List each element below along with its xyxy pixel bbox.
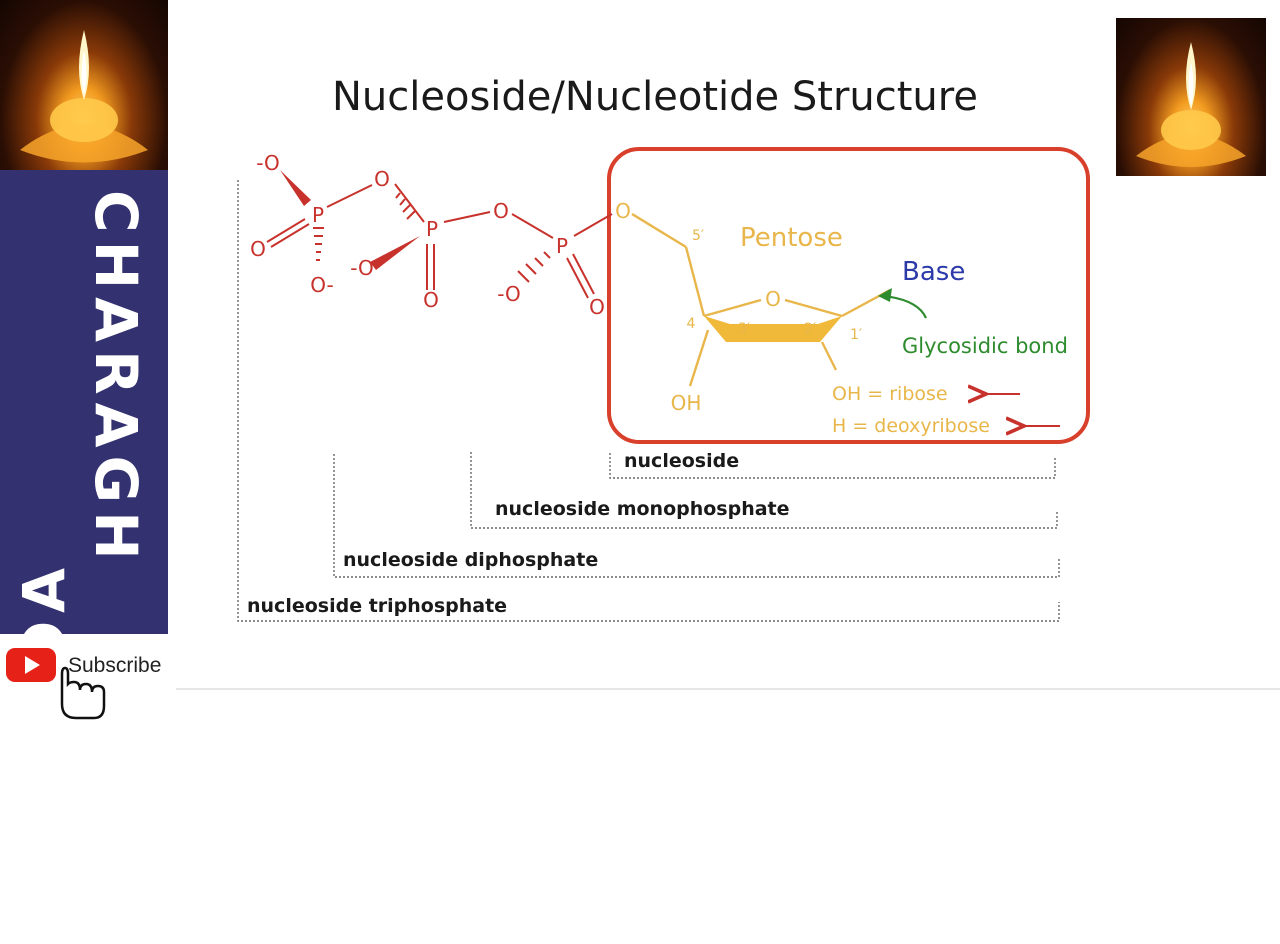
- atom-oh: OH: [671, 391, 702, 415]
- atom-p3: P: [556, 234, 568, 258]
- position-4: 4: [687, 316, 696, 332]
- bracket-monophosphate: [470, 452, 1058, 529]
- bracket-diphosphate: [333, 454, 1060, 578]
- nucleoside-highlight-box: [607, 147, 1090, 444]
- bracket-nucleoside: [609, 453, 1056, 479]
- nucleotide-diagram: -O O O O P P P O O- -O O -O O 5′ 4 3′ 2′…: [237, 147, 1090, 622]
- channel-sidebar: CHARAGH ACADEMY Subscribe: [0, 0, 168, 944]
- position-3prime: 3′: [738, 321, 750, 337]
- label-nucleoside-diphosphate: nucleoside diphosphate: [343, 549, 598, 571]
- label-nucleoside-triphosphate: nucleoside triphosphate: [247, 595, 507, 617]
- atom-o-double-1: O: [250, 237, 266, 261]
- wedge-bonds: [280, 170, 420, 270]
- atom-o-bridge-2: O: [493, 199, 509, 223]
- position-5prime: 5′: [692, 228, 704, 244]
- label-nucleoside: nucleoside: [624, 450, 739, 472]
- atom-o-minus-top: -O: [256, 151, 280, 175]
- subscribe-button[interactable]: Subscribe: [0, 634, 168, 720]
- base-label: Base: [902, 257, 965, 287]
- slide-title: Nucleoside/Nucleotide Structure: [332, 74, 978, 120]
- glycosidic-bond-label: Glycosidic bond: [902, 334, 1068, 358]
- atom-o-bridge-1: O: [374, 167, 390, 191]
- atom-o-minus-1: O-: [310, 273, 334, 297]
- position-1prime: 1′: [850, 327, 862, 343]
- hand-cursor-icon: [60, 666, 106, 720]
- deoxyribose-note: H = deoxyribose: [832, 415, 990, 437]
- atom-o-double-3: O: [589, 295, 605, 319]
- pentose-front-edge: [704, 316, 842, 342]
- atom-p1: P: [312, 203, 324, 227]
- ribose-note: OH = ribose: [832, 383, 948, 405]
- atom-ring-o: O: [765, 287, 781, 311]
- hash-bonds: [313, 192, 551, 283]
- atom-o-minus-2: -O: [350, 256, 374, 280]
- atom-o-ester: O: [615, 199, 631, 223]
- phosphate-bonds: [266, 183, 613, 299]
- atom-o-double-2: O: [423, 288, 439, 312]
- footer-divider: [176, 688, 1280, 690]
- atom-o-minus-3: -O: [497, 282, 521, 306]
- position-2prime: 2′: [804, 321, 816, 337]
- candle-image-right: [1116, 18, 1266, 176]
- pentose-label: Pentose: [740, 223, 843, 253]
- subscribe-label: Subscribe: [68, 654, 162, 677]
- label-nucleoside-monophosphate: nucleoside monophosphate: [495, 498, 790, 520]
- atom-p2: P: [426, 217, 438, 241]
- bracket-triphosphate: [237, 180, 1060, 622]
- candle-image-left: [0, 0, 168, 170]
